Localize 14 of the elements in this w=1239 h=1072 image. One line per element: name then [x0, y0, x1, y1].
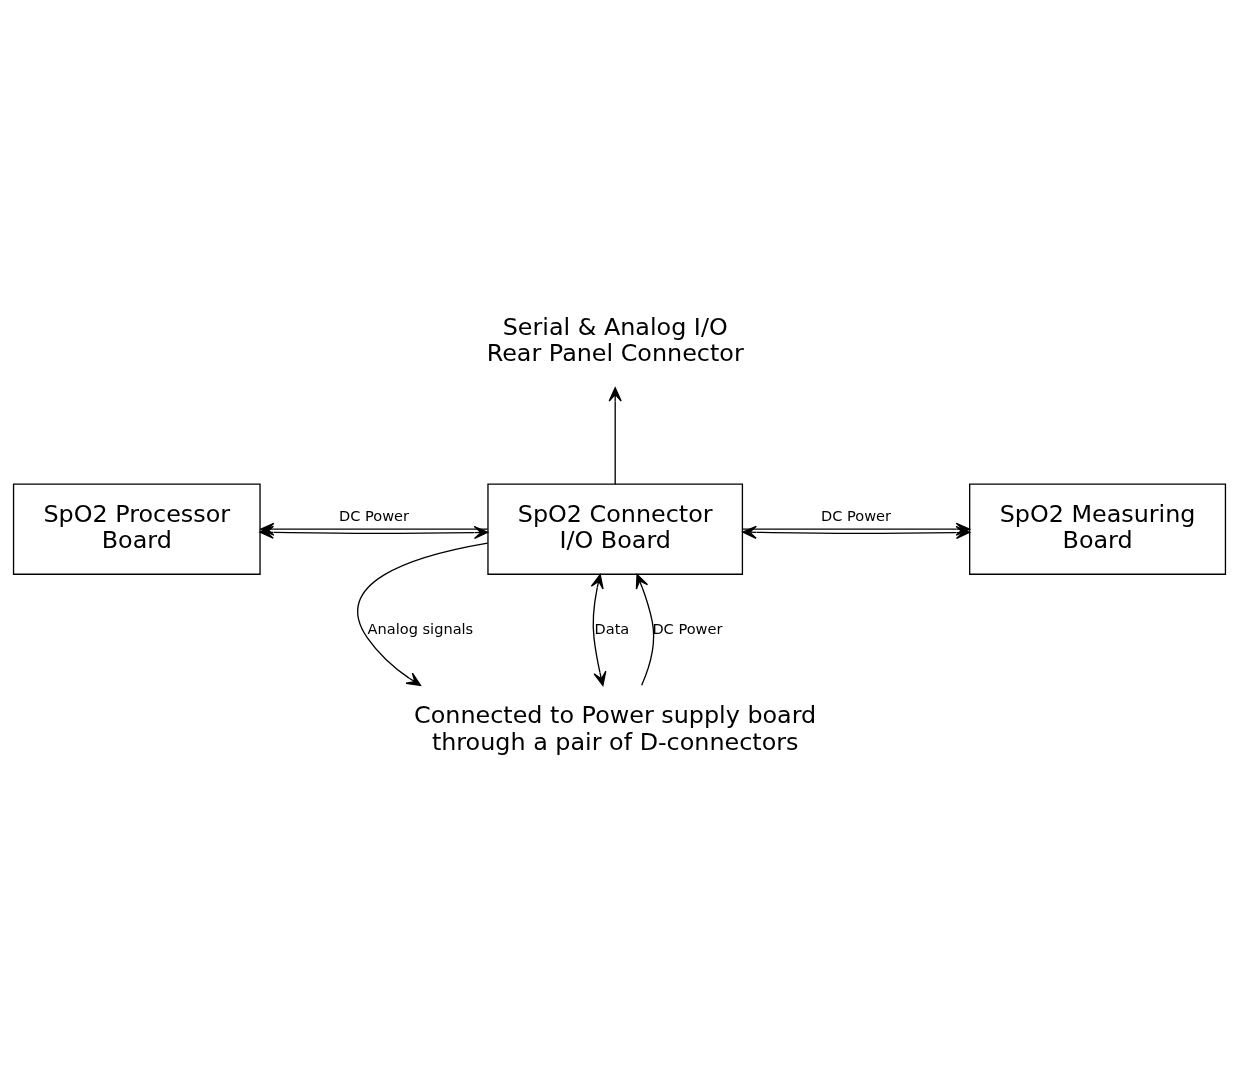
node-text: Serial & Analog I/O Rear Panel Connector	[486, 312, 744, 367]
node-box: SpO2 Measuring Board	[969, 483, 1227, 575]
node-text: Connected to Power supply board through a pair of D-connectors	[414, 700, 817, 756]
edge-label: Data	[594, 619, 630, 637]
edge-label: DC Power	[652, 619, 723, 637]
arrow	[635, 573, 655, 686]
arrow	[608, 386, 622, 485]
edge-label: DC Power	[338, 506, 410, 524]
node-box: SpO2 Processor Board	[12, 483, 261, 575]
edge-label: DC Power	[821, 506, 892, 524]
arrow	[590, 573, 607, 686]
edge-label: Analog signals	[367, 619, 474, 637]
node-box: SpO2 Connector I/O Board	[487, 483, 744, 575]
arrow	[357, 542, 489, 686]
